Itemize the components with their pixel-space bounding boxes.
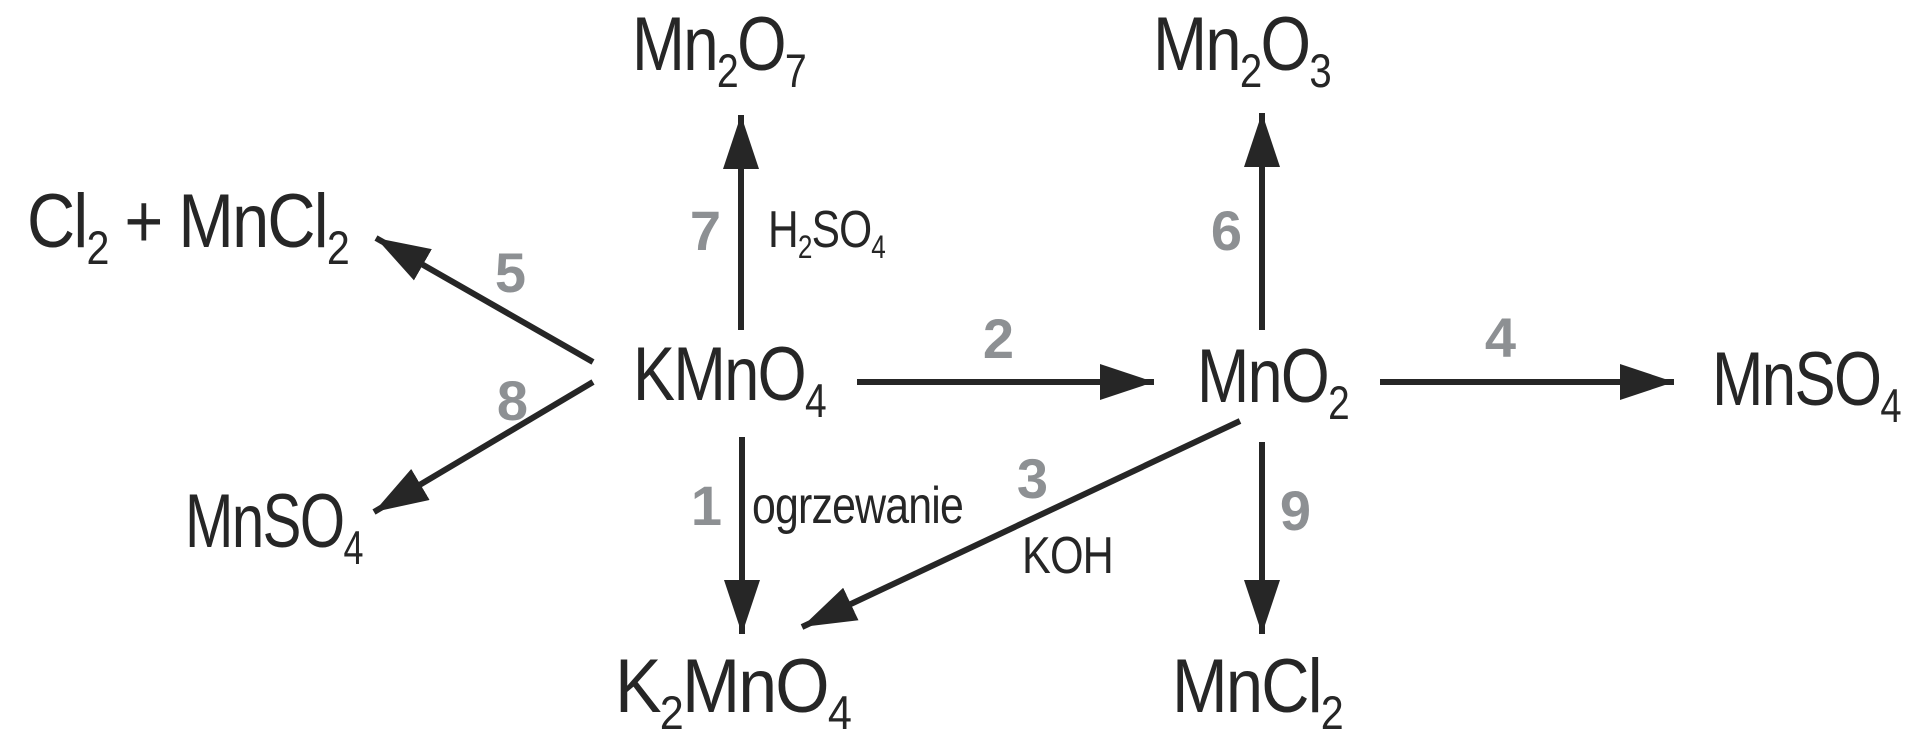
arrow-label-2: 2 (983, 307, 1013, 370)
node-mn2o3: Mn2O3 (1153, 2, 1331, 97)
condition-h2so4: H2SO4 (768, 201, 885, 265)
arrow-3-mno2-to-k2mno4 (800, 418, 1242, 630)
arrow-label-6: 6 (1211, 199, 1241, 262)
node-mnso4-right: MnSO4 (1712, 337, 1901, 432)
arrow-label-5: 5 (495, 241, 525, 304)
arrow-label-9: 9 (1280, 479, 1310, 542)
node-k2mno4: K2MnO4 (615, 644, 851, 739)
node-mnso4-left: MnSO4 (185, 479, 363, 574)
node-mno2: MnO2 (1197, 334, 1348, 429)
node-cl2-mncl2: Cl2 + MnCl2 (27, 179, 348, 274)
arrow-8-kmno4-to-mnso4 (372, 379, 595, 515)
node-mn2o7: Mn2O7 (632, 2, 805, 97)
node-mncl2: MnCl2 (1172, 644, 1342, 739)
arrow-label-7: 7 (690, 199, 720, 262)
condition-ogrzewanie: ogrzewanie (752, 477, 963, 535)
arrow-label-1: 1 (691, 474, 721, 537)
arrow-label-4: 4 (1485, 306, 1516, 369)
arrow-label-8: 8 (497, 369, 527, 432)
arrow-label-3: 3 (1017, 447, 1047, 510)
condition-koh: KOH (1022, 527, 1113, 585)
node-kmno4: KMnO4 (633, 332, 826, 427)
arrow-5-kmno4-to-cl2mncl2 (374, 235, 595, 365)
